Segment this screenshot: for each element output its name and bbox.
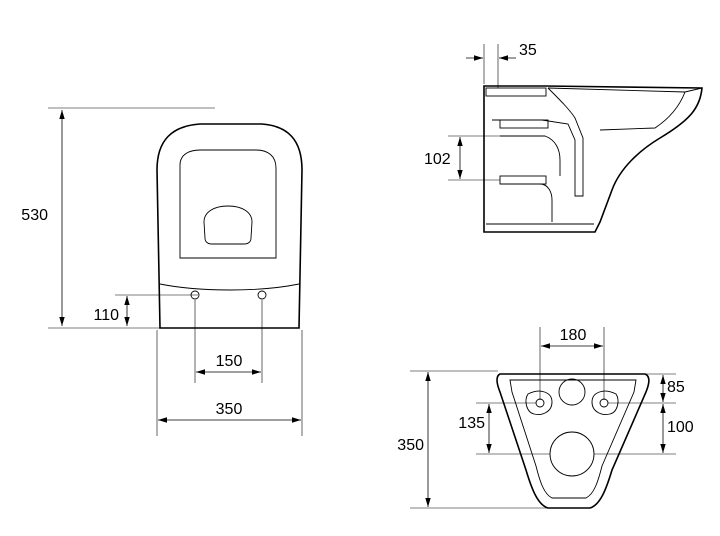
label-bottom-length: 350: [397, 437, 424, 454]
hatch-upper-inlet: [499, 119, 549, 129]
bottom-inner-outline: [509, 379, 637, 499]
front-view: 530 110 150 350: [21, 107, 303, 436]
right-hole-pad: [591, 390, 619, 415]
hatch-top: [485, 87, 547, 97]
bowl-outline: [156, 123, 303, 329]
left-hole-pad: [525, 390, 553, 415]
right-hole: [599, 398, 609, 408]
bowl-inner-line: [159, 283, 300, 291]
outlet-pipe: [500, 183, 553, 222]
left-hole: [535, 398, 545, 408]
label-hole-height: 110: [93, 307, 119, 324]
label-bottom-top-offset: 85: [667, 379, 685, 396]
top-inlet-circle: [558, 378, 586, 406]
label-bottom-hole-spacing: 180: [560, 327, 587, 344]
label-bottom-hole-depth: 135: [458, 415, 485, 432]
label-hole-spacing: 150: [216, 353, 243, 370]
bowl-inner-rim: [179, 149, 277, 259]
label-side-offset: 35: [519, 42, 537, 59]
side-bowl-inner: [492, 87, 584, 197]
side-rim: [547, 87, 703, 131]
bowl-opening: [203, 205, 253, 245]
bottom-outline: [496, 373, 650, 509]
label-bottom-outlet-depth: 100: [667, 419, 694, 436]
label-front-width: 350: [216, 401, 243, 418]
side-outline: [483, 85, 703, 233]
hatch-outlet: [499, 175, 547, 185]
bottom-view: 180 350 135 85 100: [397, 327, 694, 509]
label-front-height: 530: [21, 207, 48, 224]
outlet-circle: [549, 431, 595, 477]
label-side-height: 102: [424, 151, 451, 168]
fixing-hole-right: [257, 290, 267, 300]
inlet-pipe: [500, 135, 561, 176]
side-view: 35 102: [424, 42, 703, 233]
